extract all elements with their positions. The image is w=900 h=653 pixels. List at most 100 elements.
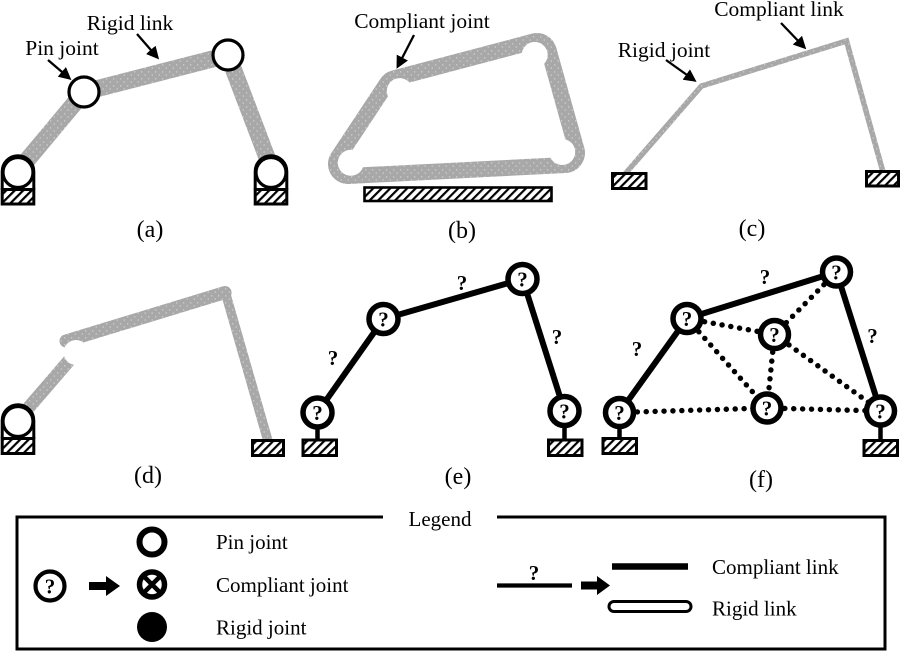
annotation-arrow — [47, 59, 72, 81]
ground-hatch — [251, 439, 285, 457]
question-circle-icon — [33, 569, 67, 603]
unknown-joint-icon — [757, 317, 792, 352]
link-question-mark: ? — [328, 346, 339, 370]
link-question-mark: ? — [552, 325, 563, 349]
ground-hatch — [865, 170, 900, 188]
unknown-link — [519, 278, 568, 412]
panel-d-caption: (d) — [134, 463, 162, 489]
unknown-joint-icon — [670, 301, 704, 336]
link-question-mark: ? — [529, 561, 540, 585]
joint-question-mark: ? — [769, 323, 780, 347]
panel-a: Rigid link Pin joint (a) — [0, 11, 289, 243]
panel-d: (d) — [0, 286, 285, 489]
ground-hatch — [862, 439, 899, 457]
joint-question-mark: ? — [517, 268, 528, 292]
panel-e: ? ? ? ? ? ? ? (e) — [300, 261, 584, 490]
rigid-link-label: Rigid link — [87, 11, 174, 35]
maps-to-arrow-icon — [581, 576, 610, 595]
unknown-joint-icon — [819, 255, 854, 289]
pin-joint-icon — [211, 38, 245, 72]
legend-title-gap — [383, 508, 497, 526]
ground-pin-anchor — [0, 403, 36, 455]
compliant-link-path — [622, 37, 886, 176]
unknown-joint-icon — [863, 394, 898, 428]
legend-item-label: Rigid link — [712, 597, 797, 621]
compliant-link-right — [220, 291, 273, 443]
ground-pin-anchor — [253, 154, 289, 206]
unknown-joint-icon — [602, 395, 637, 430]
compliant-joint-cutout — [386, 78, 413, 105]
rigid-link-icon — [607, 600, 693, 613]
compliant-joint-cutout — [63, 340, 89, 365]
ground-hatch — [601, 437, 638, 455]
ground-pin-anchor — [0, 154, 36, 206]
annotation-arrow — [396, 34, 416, 69]
joint-question-mark: ? — [312, 401, 323, 425]
joint-question-mark: ? — [875, 400, 886, 424]
unknown-joint-icon — [366, 301, 401, 337]
ground-hatch — [363, 186, 553, 203]
annotation-arrow — [780, 22, 807, 50]
unknown-link — [617, 316, 690, 415]
candidate-link-dotted — [684, 315, 770, 411]
compliant-joint-cutout — [337, 149, 364, 176]
unknown-joint-icon — [505, 261, 540, 297]
joint-question-mark: ? — [45, 575, 56, 599]
panel-c: Rigid joint Compliant link (c) — [611, 0, 900, 242]
panel-e-caption: (e) — [445, 464, 472, 490]
unknown-joint-icon — [547, 393, 582, 429]
compliant-joint-label: Compliant joint — [354, 9, 490, 33]
panel-b: Compliant joint (b) — [328, 9, 585, 244]
link-question-mark: ? — [867, 324, 878, 348]
pin-joint-icon — [254, 155, 288, 190]
pin-joint-label: Pin joint — [25, 36, 99, 60]
panel-f: ? ? ? ? ? ? ? ? ? (f) — [601, 255, 899, 493]
legend: Legend ? Pin joint Compliant joint Rigid… — [15, 507, 887, 651]
link-question-mark: ? — [760, 265, 771, 289]
candidate-link-dotted — [616, 405, 770, 416]
rigid-link-left — [11, 86, 91, 177]
unknown-link — [833, 271, 884, 412]
ground-hatch — [0, 437, 36, 455]
unknown-link — [315, 317, 386, 415]
candidate-link-dotted — [684, 315, 778, 338]
maps-to-arrow-icon — [89, 576, 120, 596]
compliant-joint-icon — [136, 569, 168, 600]
compliant-joint-cutout — [549, 139, 576, 165]
link-question-mark: ? — [457, 271, 468, 295]
pin-joint-icon — [67, 75, 101, 109]
candidate-link-dotted — [764, 405, 884, 414]
legend-item-label: Rigid joint — [216, 616, 307, 640]
legend-item-label: Compliant joint — [216, 573, 349, 597]
ground-hatch — [547, 438, 584, 457]
joint-question-mark: ? — [559, 400, 570, 424]
unknown-joint-icon — [750, 391, 784, 425]
compliant-joint-cutout — [521, 41, 548, 68]
legend-title: Legend — [409, 507, 472, 531]
pin-joint-icon — [136, 526, 168, 558]
ground-hatch — [611, 172, 648, 190]
compliant-joint-x — [143, 575, 161, 594]
annotation-arrow — [136, 33, 160, 60]
ground-hatch — [0, 188, 36, 206]
annotation-arrow — [665, 59, 697, 82]
joint-question-mark: ? — [614, 401, 625, 425]
joint-question-mark: ? — [378, 308, 389, 332]
pin-joint-icon — [1, 155, 35, 190]
joint-question-mark: ? — [831, 261, 842, 285]
panel-b-caption: (b) — [448, 218, 476, 244]
link-question-mark: ? — [632, 337, 643, 361]
unknown-joint-icon — [300, 395, 335, 430]
unknown-link — [382, 276, 524, 322]
legend-item-label: Compliant link — [712, 555, 839, 579]
legend-joints-group: ? Pin joint Compliant joint Rigid joint — [33, 526, 349, 642]
ground-hatch — [301, 438, 338, 457]
joint-question-mark: ? — [682, 307, 693, 331]
joint-question-mark: ? — [762, 397, 773, 421]
panel-f-caption: (f) — [749, 467, 773, 493]
panel-c-caption: (c) — [739, 216, 766, 242]
unknown-link — [686, 269, 838, 322]
rigid-link-right — [220, 51, 279, 172]
